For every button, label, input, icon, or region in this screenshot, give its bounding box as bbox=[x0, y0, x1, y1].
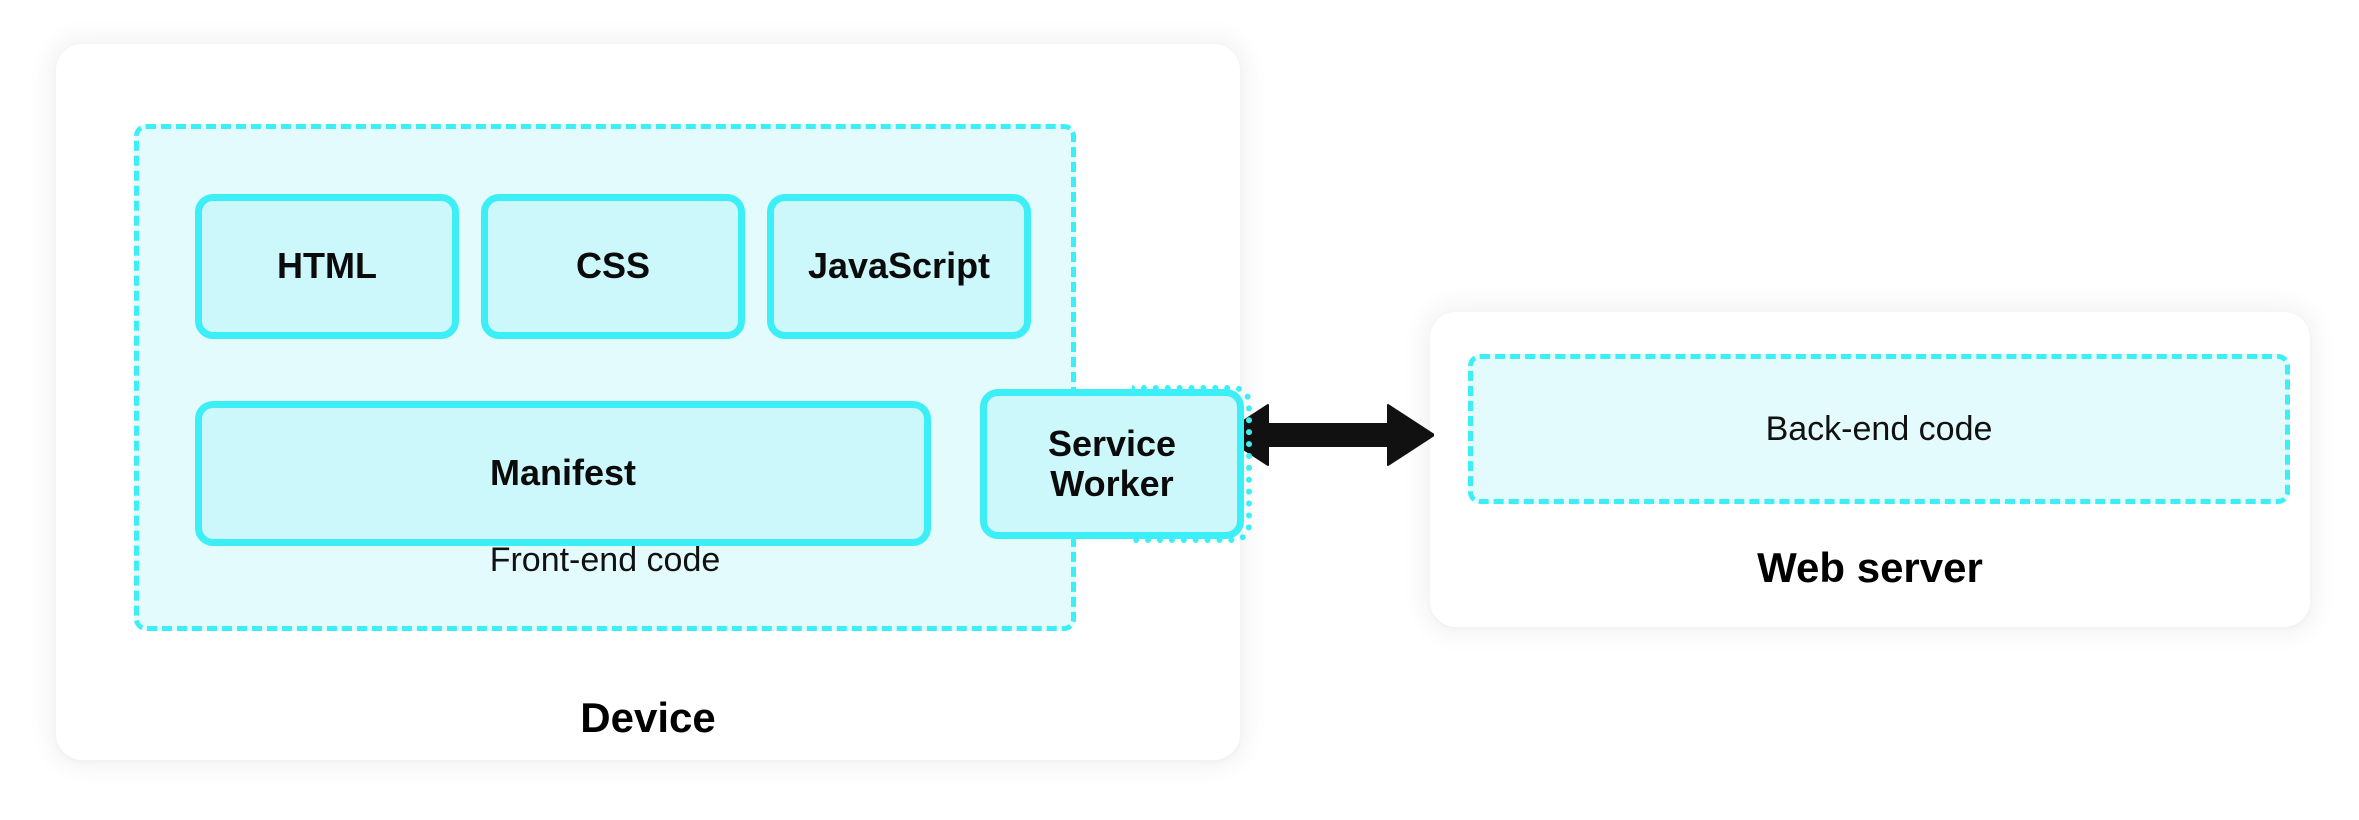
asset-box-html[interactable]: HTML bbox=[195, 194, 459, 339]
device-panel: HTML CSS JavaScript Manifest Front-end c… bbox=[56, 44, 1252, 760]
device-panel-caption: Device bbox=[580, 694, 716, 741]
frontend-code-caption: Front-end code bbox=[489, 541, 721, 579]
asset-label-manifest: Manifest bbox=[489, 452, 637, 494]
web-server-panel: Back-end code Web server bbox=[1430, 312, 2310, 627]
service-worker-line-2: Worker bbox=[1050, 463, 1174, 504]
asset-label-service-worker: Service Worker bbox=[1047, 422, 1177, 505]
asset-box-manifest[interactable]: Manifest bbox=[195, 401, 931, 546]
asset-box-service-worker[interactable]: Service Worker bbox=[980, 389, 1244, 539]
asset-box-javascript[interactable]: JavaScript bbox=[767, 194, 1031, 339]
service-worker-line-1: Service bbox=[1047, 422, 1177, 464]
asset-label-javascript: JavaScript bbox=[807, 245, 991, 287]
frontend-code-region: HTML CSS JavaScript Manifest Front-end c… bbox=[134, 124, 1076, 631]
asset-box-css[interactable]: CSS bbox=[481, 194, 745, 339]
asset-label-html: HTML bbox=[277, 245, 377, 287]
backend-code-region: Back-end code bbox=[1468, 354, 2290, 504]
backend-code-label: Back-end code bbox=[1765, 409, 1993, 448]
asset-label-css: CSS bbox=[575, 245, 651, 287]
web-server-panel-caption: Web server bbox=[1757, 544, 1983, 591]
bidirectional-arrow-icon bbox=[1222, 404, 1434, 466]
